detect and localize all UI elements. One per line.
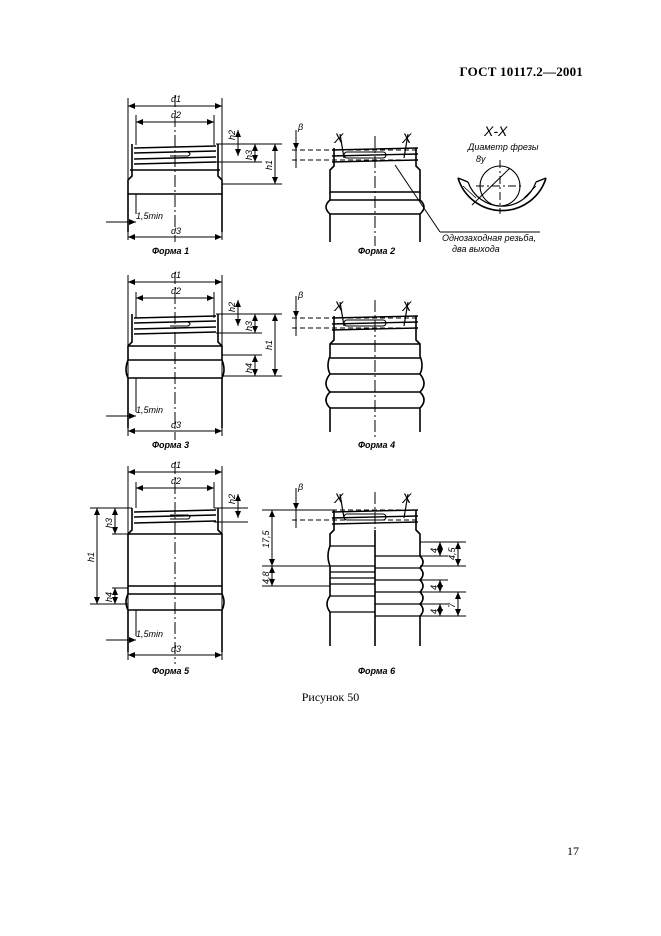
label-x-right-f6: X <box>401 490 412 506</box>
form-1-label: Форма 1 <box>152 246 189 256</box>
section-title: X-X <box>483 123 508 139</box>
section-angle: 8у <box>476 154 486 164</box>
figure-caption: Рисунок 50 <box>301 690 360 704</box>
label-d2-f3: d2 <box>171 286 181 296</box>
form-6-label: Форма 6 <box>358 666 396 676</box>
label-h4-f5: h4 <box>104 592 114 602</box>
dim-4-c: 4 <box>429 609 439 614</box>
dim-4-b: 4 <box>429 585 439 590</box>
dim-7: 7 <box>447 602 457 608</box>
label-d3-f1: d3 <box>171 226 181 236</box>
label-d3-f5: d3 <box>171 644 181 654</box>
dim-17-5: 17,5 <box>261 529 271 548</box>
label-h1-f5: h1 <box>86 552 96 562</box>
label-h3-f5: h3 <box>104 518 114 528</box>
label-h2-f3: h2 <box>227 302 237 312</box>
label-x-left-f6: X <box>333 490 344 506</box>
form-4-label: Форма 4 <box>358 440 395 450</box>
form-3-drawing <box>106 272 282 440</box>
label-h1-f3: h1 <box>264 340 274 350</box>
label-beta-f2: β <box>297 122 303 132</box>
label-beta-f6: β <box>297 482 303 492</box>
label-d1-f3: d1 <box>171 270 181 280</box>
label-d2-f5: d2 <box>171 476 181 486</box>
label-x-right-f2: X <box>401 130 412 146</box>
label-x-right-f4: X <box>401 298 412 314</box>
page-header: ГОСТ 10117.2—2001 <box>459 64 583 79</box>
note-line-1: Однозаходная резьба, <box>442 233 536 243</box>
section-subtitle: Диаметр фрезы <box>467 142 539 152</box>
form-3-label: Форма 3 <box>152 440 189 450</box>
dim-4-8: 4,8 <box>261 571 271 584</box>
label-h4-f3: h4 <box>244 363 254 373</box>
label-h2-f5: h2 <box>227 494 237 504</box>
page-number: 17 <box>567 844 579 858</box>
label-min-f5: 1,5min <box>136 629 163 639</box>
label-d2-f1: d2 <box>171 110 181 120</box>
section-x-x-drawing <box>457 160 547 214</box>
label-h3-f3: h3 <box>244 321 254 331</box>
label-min-f3: 1,5min <box>136 405 163 415</box>
label-d1-f5: d1 <box>171 460 181 470</box>
form-6-drawing <box>262 488 466 646</box>
label-h3-f1: h3 <box>244 150 254 160</box>
label-h2-f1: h2 <box>227 130 237 140</box>
label-d1-f1: d1 <box>171 94 181 104</box>
label-d3-f3: d3 <box>171 420 181 430</box>
form-5-label: Форма 5 <box>152 666 190 676</box>
dim-4-5: 4,5 <box>447 546 457 560</box>
note-line-2: два выхода <box>452 244 500 254</box>
label-h1-f1: h1 <box>264 160 274 170</box>
form-4-drawing <box>292 296 425 438</box>
form-5-drawing <box>90 462 248 664</box>
label-min-f1: 1,5min <box>136 211 163 221</box>
form-1-drawing <box>106 95 282 242</box>
label-beta-f4: β <box>297 290 303 300</box>
label-x-left-f4: X <box>333 298 344 314</box>
form-2-label: Форма 2 <box>358 246 395 256</box>
form-2-drawing <box>292 130 540 246</box>
label-x-left-f2: X <box>333 130 344 146</box>
dim-4-a: 4 <box>429 548 439 553</box>
